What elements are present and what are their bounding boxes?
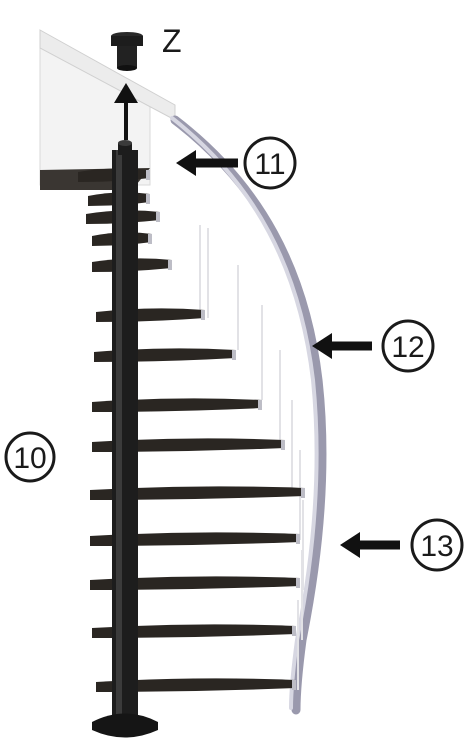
handrail bbox=[172, 118, 322, 710]
step-tread-edge bbox=[296, 534, 300, 544]
step-tread-edge bbox=[292, 680, 296, 690]
step-tread-edge bbox=[296, 578, 300, 588]
step-tread-edge bbox=[201, 310, 205, 320]
central-pole bbox=[112, 140, 138, 720]
step-tread-edge bbox=[281, 440, 285, 450]
landing-platform bbox=[40, 30, 175, 190]
step-tread-edge bbox=[168, 260, 172, 270]
step-tread-edge bbox=[146, 194, 150, 204]
step-tread-edge bbox=[146, 170, 150, 180]
callout-12-label: 12 bbox=[391, 331, 424, 364]
step-tread-edge bbox=[148, 234, 152, 244]
step-tread-edge bbox=[156, 212, 160, 222]
balusters bbox=[200, 225, 303, 690]
callout-10: 10 bbox=[6, 433, 54, 481]
callout-13: 13 bbox=[340, 520, 462, 570]
pole-cap bbox=[111, 32, 143, 71]
callout-11-label: 11 bbox=[254, 148, 285, 181]
callout-13-label: 13 bbox=[420, 530, 453, 563]
callout-12: 12 bbox=[312, 321, 433, 371]
z-axis-label: Z bbox=[162, 23, 182, 59]
step-tread-edge bbox=[232, 350, 236, 360]
step-tread-edge bbox=[301, 488, 305, 498]
callout-10-label: 10 bbox=[13, 442, 46, 475]
base-plate bbox=[92, 714, 158, 738]
step-tread-edge bbox=[258, 400, 262, 410]
step-tread-edge bbox=[292, 626, 296, 636]
